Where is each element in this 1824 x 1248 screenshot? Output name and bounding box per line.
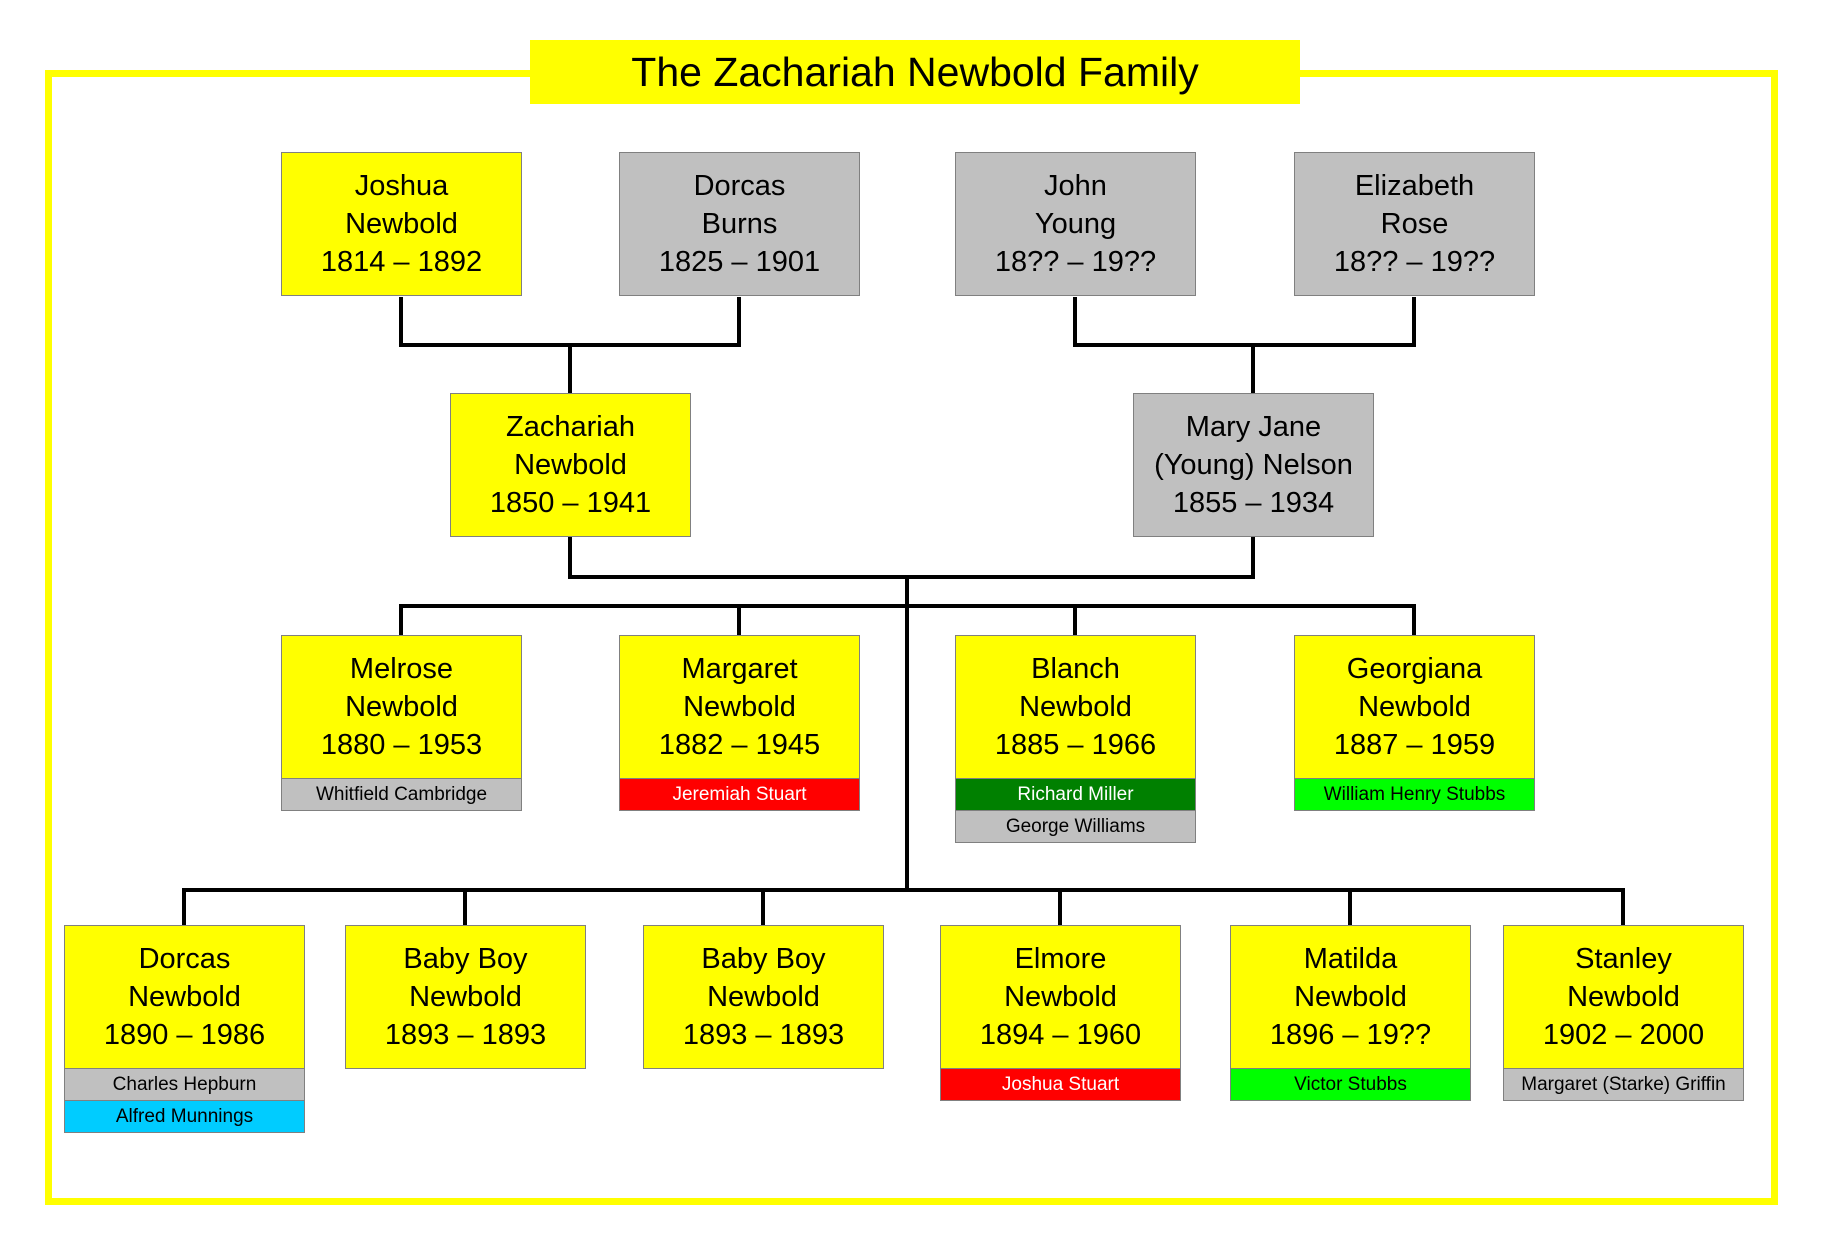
- connector-young-grandparents: [1073, 297, 1416, 347]
- person-first-name: Stanley: [1575, 943, 1672, 975]
- person-years: 1902 – 2000: [1542, 1019, 1705, 1051]
- person-first-name: Joshua: [354, 170, 449, 202]
- person-last-name: Rose: [1380, 208, 1449, 240]
- person-last-name: Young: [1034, 208, 1117, 240]
- person-years: 1896 – 19??: [1269, 1019, 1432, 1051]
- connector-parents: [568, 536, 1255, 579]
- person-years: 1855 – 1934: [1172, 487, 1335, 519]
- person-years: 1890 – 1986: [103, 1019, 266, 1051]
- person-last-name: Newbold: [514, 449, 627, 481]
- person-first-name: Georgiana: [1346, 653, 1483, 685]
- spouse-label: Charles Hepburn: [64, 1069, 305, 1101]
- person-first-name: Matilda: [1303, 943, 1398, 975]
- person-box: Mary Jane (Young) Nelson 1855 – 1934: [1133, 393, 1374, 537]
- person-years: 1825 – 1901: [658, 246, 821, 278]
- person-first-name: Elizabeth: [1354, 170, 1475, 202]
- person-last-name: Newbold: [128, 981, 241, 1013]
- person-years: 1880 – 1953: [320, 729, 483, 761]
- person-first-name: Mary Jane: [1185, 411, 1322, 443]
- person-years: 18?? – 19??: [994, 246, 1157, 278]
- person-last-name: Newbold: [1567, 981, 1680, 1013]
- spouse-label: Jeremiah Stuart: [619, 779, 860, 811]
- spouse-label: Whitfield Cambridge: [281, 779, 522, 811]
- person-years: 1893 – 1893: [682, 1019, 845, 1051]
- person-last-name: Newbold: [683, 691, 796, 723]
- person-last-name: Newbold: [1358, 691, 1471, 723]
- person-last-name: Newbold: [345, 208, 458, 240]
- person-first-name: Dorcas: [693, 170, 786, 202]
- diagram-title: The Zachariah Newbold Family: [530, 40, 1300, 104]
- spouse-label: Victor Stubbs: [1230, 1069, 1471, 1101]
- spouse-label: Alfred Munnings: [64, 1101, 305, 1133]
- person-last-name: (Young) Nelson: [1154, 449, 1353, 481]
- spouse-label: George Williams: [955, 811, 1196, 843]
- person-first-name: Baby Boy: [701, 943, 826, 975]
- person-last-name: Newbold: [409, 981, 522, 1013]
- person-years: 18?? – 19??: [1333, 246, 1496, 278]
- person-years: 1893 – 1893: [384, 1019, 547, 1051]
- spouse-label: Margaret (Starke) Griffin: [1503, 1069, 1744, 1101]
- person-last-name: Burns: [701, 208, 778, 240]
- person-first-name: Melrose: [349, 653, 454, 685]
- person-first-name: Zachariah: [506, 411, 635, 443]
- person-last-name: Newbold: [345, 691, 458, 723]
- person-last-name: Newbold: [1019, 691, 1132, 723]
- person-years: 1850 – 1941: [489, 487, 652, 519]
- spouse-label: Richard Miller: [955, 779, 1196, 811]
- person-first-name: Dorcas: [138, 943, 231, 975]
- spouse-label: Joshua Stuart: [940, 1069, 1181, 1101]
- person-first-name: Elmore: [1014, 943, 1107, 975]
- person-years: 1882 – 1945: [658, 729, 821, 761]
- person-last-name: Newbold: [1004, 981, 1117, 1013]
- person-last-name: Newbold: [1294, 981, 1407, 1013]
- person-years: 1887 – 1959: [1333, 729, 1496, 761]
- person-first-name: Blanch: [1031, 653, 1120, 685]
- person-mary-jane-young-nelson: Mary Jane (Young) Nelson 1855 – 1934: [1133, 393, 1374, 537]
- person-first-name: Margaret: [681, 653, 798, 685]
- person-years: 1894 – 1960: [979, 1019, 1142, 1051]
- person-first-name: Baby Boy: [403, 943, 528, 975]
- person-last-name: Newbold: [707, 981, 820, 1013]
- person-years: 1814 – 1892: [320, 246, 483, 278]
- person-years: 1885 – 1966: [994, 729, 1157, 761]
- connector-newbold-grandparents: [399, 297, 741, 347]
- person-first-name: John: [1044, 170, 1107, 202]
- spouse-label: William Henry Stubbs: [1294, 779, 1535, 811]
